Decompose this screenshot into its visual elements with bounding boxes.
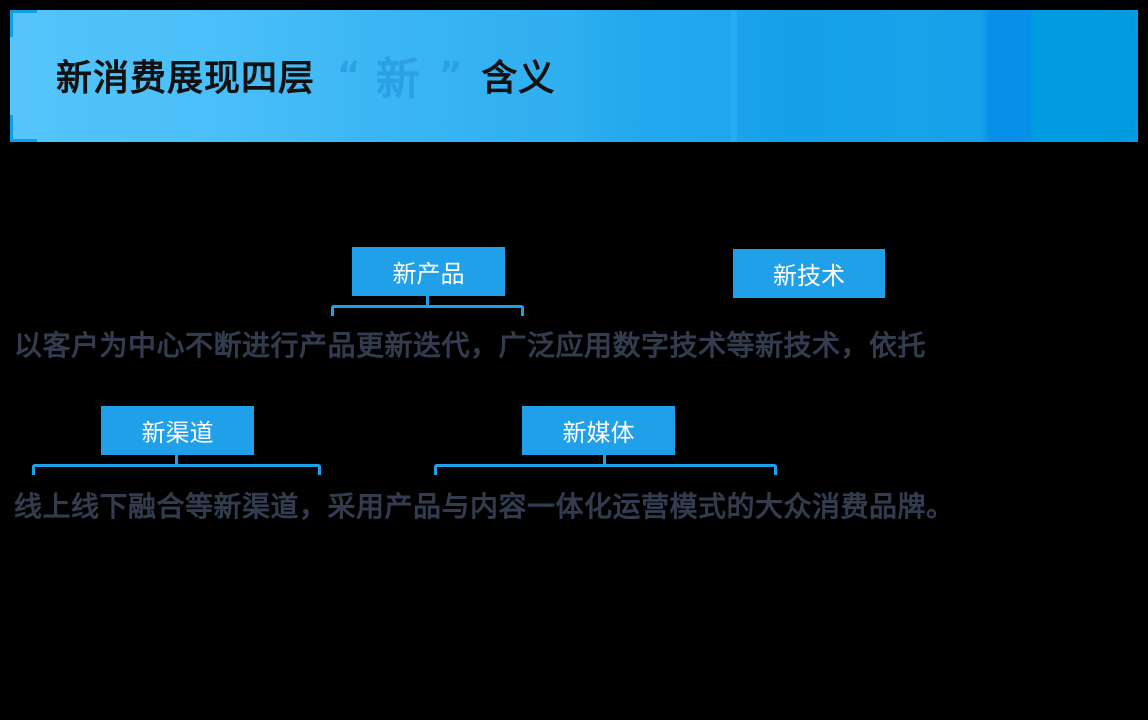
corner-bracket-bottom-right bbox=[1111, 115, 1138, 142]
bracket-new-channel bbox=[32, 464, 321, 475]
corner-bracket-top-right bbox=[1111, 10, 1138, 37]
tag-new-technology: 新技术 bbox=[733, 249, 885, 298]
title-highlight: 新 bbox=[375, 54, 421, 105]
connector-stem bbox=[603, 455, 606, 465]
description-line-2: 线上线下融合等新渠道，采用产品与内容一体化运营模式的大众消费品牌。 bbox=[14, 490, 955, 523]
corner-bracket-bottom-left bbox=[10, 115, 37, 142]
tag-new-channel: 新渠道 bbox=[101, 406, 254, 455]
title-banner: 新消费展现四层 “ 新 ” 含义 bbox=[10, 10, 1138, 142]
tag-new-media: 新媒体 bbox=[522, 406, 675, 455]
description-line-1: 以客户为中心不断进行产品更新迭代，广泛应用数字技术等新技术，依托 bbox=[14, 329, 927, 362]
tag-new-product: 新产品 bbox=[352, 247, 505, 296]
connector-stem bbox=[426, 296, 429, 306]
title-prefix: 新消费展现四层 bbox=[56, 58, 316, 99]
bracket-new-media bbox=[434, 464, 777, 475]
close-quote: ” bbox=[438, 54, 464, 96]
page-title: 新消费展现四层 “ 新 ” 含义 bbox=[56, 50, 556, 105]
corner-bracket-top-left bbox=[10, 10, 37, 37]
bracket-new-product bbox=[331, 305, 524, 316]
title-suffix: 含义 bbox=[481, 58, 556, 99]
connector-stem bbox=[175, 455, 178, 465]
open-quote: “ bbox=[337, 54, 362, 96]
